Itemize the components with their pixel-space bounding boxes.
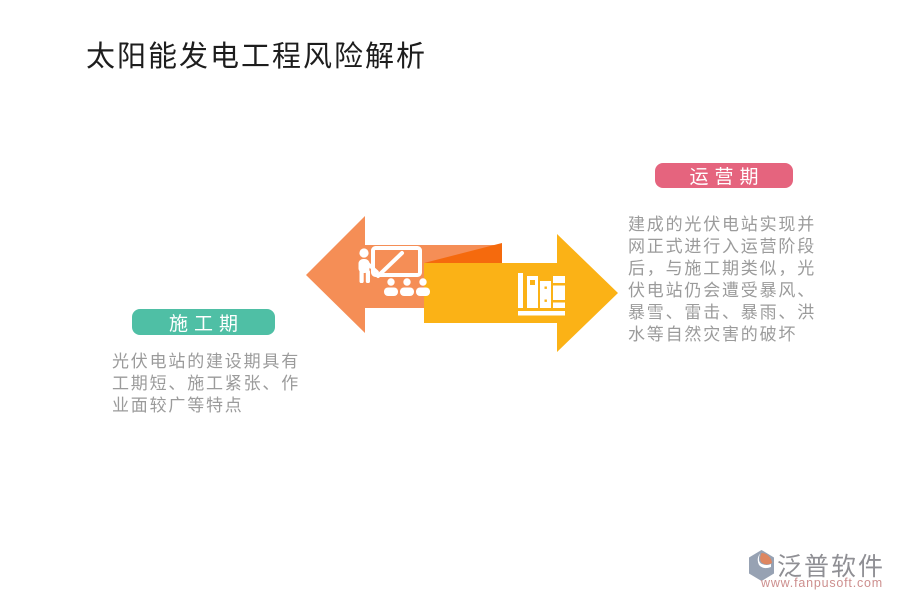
ribbon-fold-shape — [424, 243, 502, 263]
fanpu-logo-icon — [749, 550, 774, 581]
construction-period-badge: 施工期 — [132, 309, 275, 335]
footer-logo: 泛普软件 www.fanpusoft.com — [744, 547, 894, 593]
books-shelf-icon — [518, 273, 565, 316]
page-title: 太阳能发电工程风险解析 — [86, 41, 428, 73]
presentation-icon — [358, 246, 430, 296]
operation-period-label: 运营期 — [689, 167, 765, 188]
operation-period-badge: 运营期 — [655, 163, 793, 188]
construction-period-description: 光伏电站的建设期具有 工期短、施工紧张、作 业面较广等特点 — [112, 352, 300, 415]
fanpu-logo-brand: 泛普软件 — [777, 553, 886, 581]
fanpu-logo-url: www.fanpusoft.com — [761, 576, 883, 590]
construction-period-label: 施工期 — [168, 313, 244, 335]
operation-period-description: 建成的光伏电站实现并 网正式进行入运营阶段 后，与施工期类似，光 伏电站仍会遭受… — [628, 215, 816, 344]
arrows-diagram — [306, 216, 618, 352]
